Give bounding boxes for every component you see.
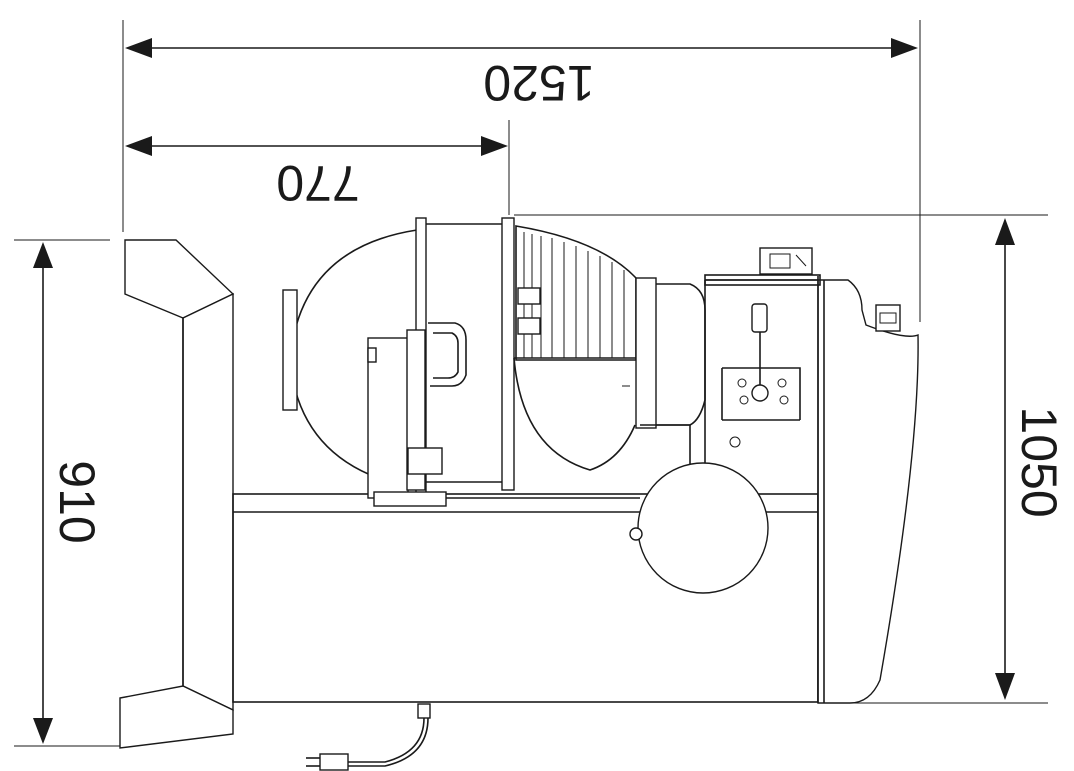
dimension-text-910: 910 [49, 460, 105, 543]
power-cord [306, 703, 431, 771]
control-box-top [759, 247, 813, 275]
left-end-panel [119, 239, 235, 749]
carriage-handle [367, 322, 640, 507]
cabinet-top-strip [704, 274, 821, 286]
blade-disk [513, 357, 640, 471]
dimension-910 [33, 242, 53, 744]
machine-body [119, 217, 919, 771]
ribbed-housing [515, 225, 637, 361]
dimension-770 [125, 136, 508, 156]
dimension-text-1050: 1050 [1011, 406, 1067, 517]
dimension-text-1520: 1520 [483, 55, 594, 111]
right-cabinet [705, 279, 919, 704]
motor-flange [622, 277, 706, 429]
dimension-lines [14, 20, 1048, 747]
motor-drum [629, 425, 769, 594]
control-panel [721, 303, 801, 448]
dimension-1520 [125, 38, 918, 58]
dimension-text-770: 770 [276, 155, 359, 211]
dimension-1050 [995, 218, 1015, 700]
side-widget [875, 304, 901, 332]
